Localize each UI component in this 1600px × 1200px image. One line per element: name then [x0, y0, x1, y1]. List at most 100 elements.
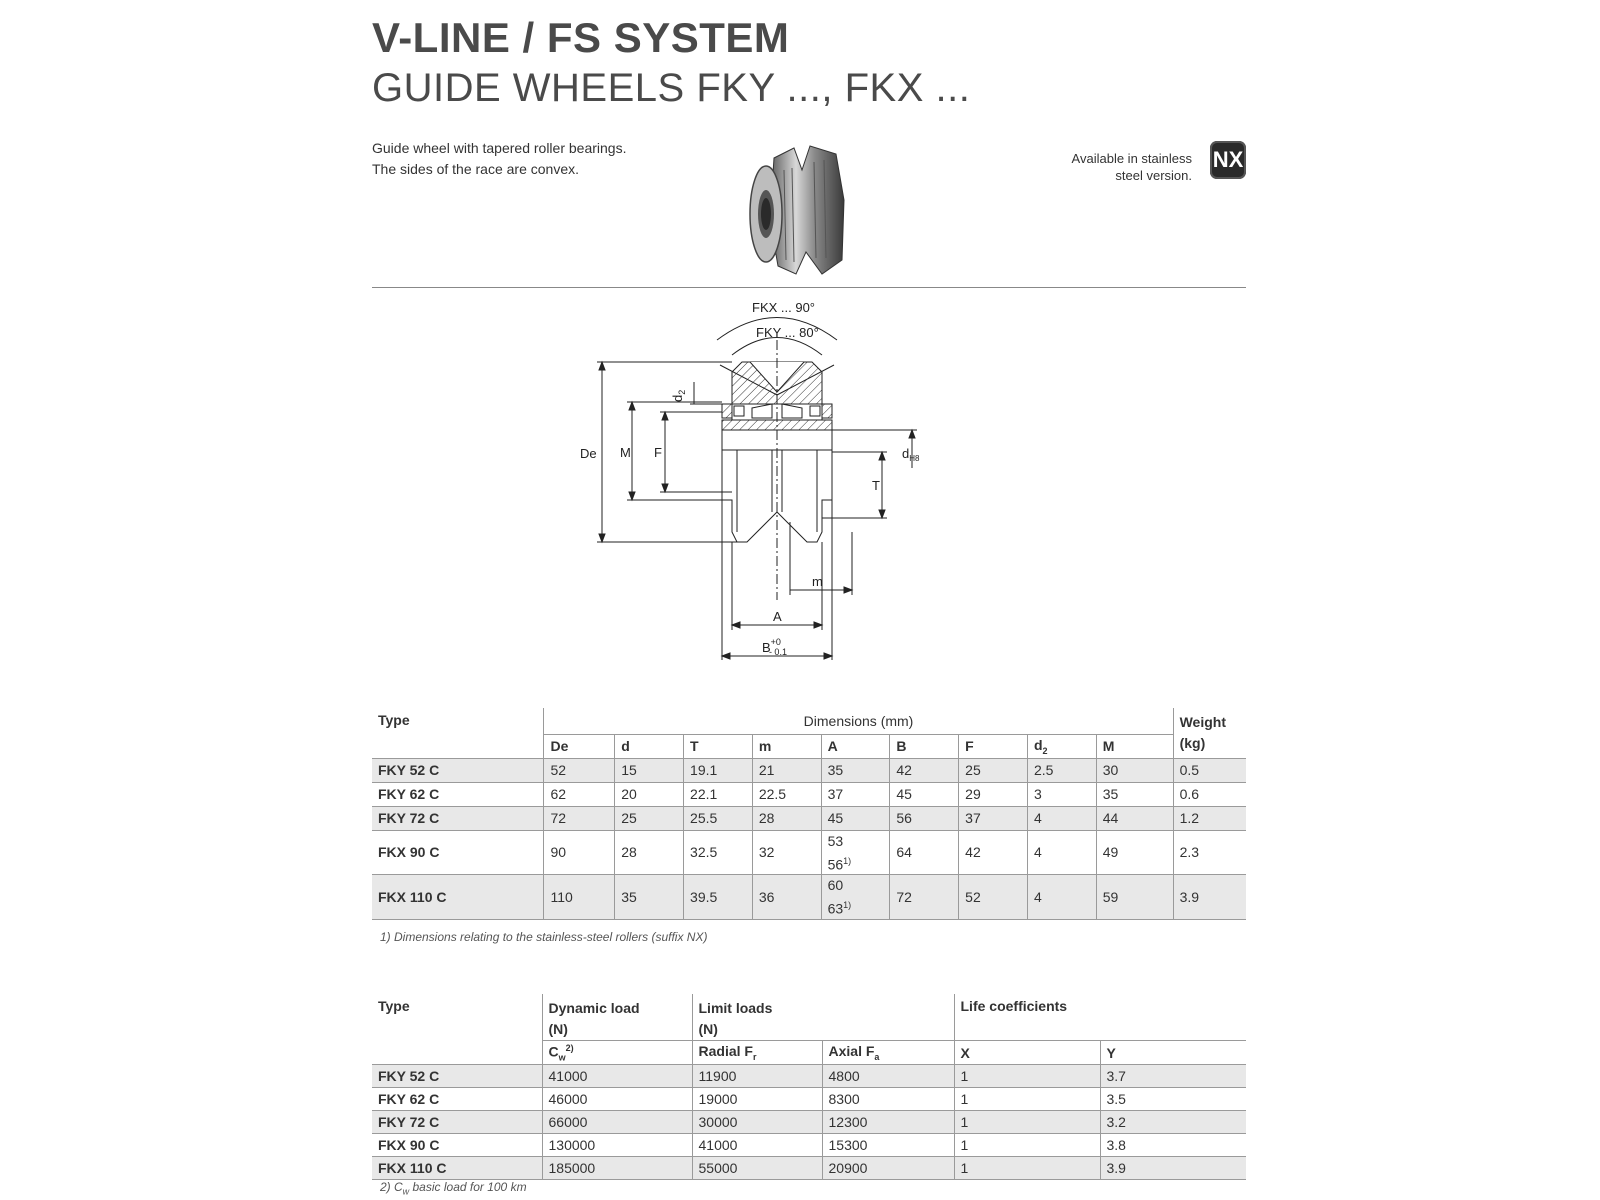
cell-m-small: 36 — [751, 874, 822, 920]
dim-label-m-upper: M — [620, 445, 631, 460]
cell-m: 44 — [1095, 805, 1174, 830]
cell-d: 20 — [614, 781, 684, 806]
col-f: F — [958, 734, 1028, 758]
cell-cw: 130000 — [541, 1133, 692, 1157]
nx-badge: NX — [1210, 141, 1246, 179]
stainless-line-1: Available in stainless — [1071, 151, 1192, 166]
col-d: d — [614, 734, 684, 758]
cell-d: 28 — [614, 829, 684, 875]
table-row: FKX 110 C 185000 55000 20900 1 3.9 — [372, 1156, 1246, 1180]
cell-t: 19.1 — [683, 757, 753, 782]
cell-f: 37 — [958, 805, 1028, 830]
cell-y: 3.9 — [1099, 1156, 1246, 1180]
intro-line-2: The sides of the race are convex. — [372, 161, 579, 177]
table-row: FKY 62 C 46000 19000 8300 1 3.5 — [372, 1087, 1246, 1111]
cell-y: 3.5 — [1099, 1087, 1246, 1111]
cell-cw: 66000 — [541, 1110, 692, 1134]
dynamic-load-header: Dynamic load(N) — [541, 994, 692, 1041]
dim-label-f: F — [654, 445, 662, 460]
cell-d2: 2.5 — [1026, 757, 1097, 782]
cell-d2: 4 — [1026, 829, 1097, 875]
row-type: FKY 72 C — [372, 805, 544, 830]
table-row: FKY 72 C 72 25 25.5 28 45 56 37 4 44 1.2 — [372, 805, 1246, 830]
dim-label-de: De — [580, 446, 597, 461]
loads-type-header: Type — [378, 998, 410, 1014]
cell-d2: 4 — [1026, 874, 1097, 920]
col-axial: Axial Fa — [821, 1040, 954, 1065]
cell-axial: 15300 — [821, 1133, 954, 1157]
col-d2: d2 — [1026, 734, 1097, 758]
cell-y: 3.2 — [1099, 1110, 1246, 1134]
cell-t: 25.5 — [683, 805, 753, 830]
cell-de: 90 — [543, 829, 615, 875]
cell-axial: 12300 — [821, 1110, 954, 1134]
cell-radial: 41000 — [691, 1133, 822, 1157]
cell-t: 39.5 — [683, 874, 753, 920]
cell-m-small: 22.5 — [751, 781, 822, 806]
cell-d: 15 — [614, 757, 684, 782]
dim-label-m-lower: m — [812, 574, 823, 589]
limit-loads-header: Limit loads(N) — [691, 994, 954, 1041]
col-radial: Radial Fr — [691, 1040, 822, 1065]
cell-axial: 8300 — [821, 1087, 954, 1111]
cell-de: 52 — [543, 757, 615, 782]
row-type: FKX 90 C — [372, 829, 544, 875]
cell-de: 62 — [543, 781, 615, 806]
cell-f: 25 — [958, 757, 1028, 782]
cell-b: 42 — [889, 757, 959, 782]
cell-a: 37 — [820, 781, 890, 806]
intro-text: Guide wheel with tapered roller bearings… — [372, 138, 626, 180]
dimensions-footnote: 1) Dimensions relating to the stainless-… — [380, 930, 708, 944]
cell-axial: 20900 — [821, 1156, 954, 1180]
col-m: M — [1095, 734, 1174, 758]
cell-radial: 30000 — [691, 1110, 822, 1134]
table-row: FKX 90 C 130000 41000 15300 1 3.8 — [372, 1133, 1246, 1157]
cell-d: 35 — [614, 874, 684, 920]
dim-label-t: T — [872, 478, 880, 493]
cell-m: 59 — [1095, 874, 1174, 920]
row-type: FKY 52 C — [372, 757, 544, 782]
cell-d2: 3 — [1026, 781, 1097, 806]
table-row: FKY 72 C 66000 30000 12300 1 3.2 — [372, 1110, 1246, 1134]
table-row: FKY 52 C 41000 11900 4800 1 3.7 — [372, 1064, 1246, 1088]
col-de: De — [543, 734, 615, 758]
cell-radial: 11900 — [691, 1064, 822, 1088]
cell-m: 35 — [1095, 781, 1174, 806]
cell-de: 110 — [543, 874, 615, 920]
cell-m-small: 32 — [751, 829, 822, 875]
cell-d2: 4 — [1026, 805, 1097, 830]
angle-label-fkx: FKX ... 90° — [752, 300, 815, 315]
cell-b: 45 — [889, 781, 959, 806]
cell-y: 3.8 — [1099, 1133, 1246, 1157]
cell-y: 3.7 — [1099, 1064, 1246, 1088]
cell-cw: 41000 — [541, 1064, 692, 1088]
cell-f: 42 — [958, 829, 1028, 875]
cell-x: 1 — [953, 1133, 1100, 1157]
dim-type-header: Type — [378, 712, 410, 728]
stainless-line-2: steel version. — [1115, 168, 1192, 183]
cell-m-small: 28 — [751, 805, 822, 830]
col-t: T — [683, 734, 753, 758]
loads-table: Type Dynamic load(N) Limit loads(N) Life… — [372, 994, 1246, 1180]
cell-weight: 3.9 — [1172, 874, 1246, 920]
cell-axial: 4800 — [821, 1064, 954, 1088]
col-m-small: m — [751, 734, 822, 758]
cell-m: 30 — [1095, 757, 1174, 782]
cell-m-small: 21 — [751, 757, 822, 782]
col-y: Y — [1099, 1040, 1246, 1065]
row-type: FKX 90 C — [372, 1133, 542, 1157]
cell-f: 52 — [958, 874, 1028, 920]
cell-d: 25 — [614, 805, 684, 830]
row-type: FKX 110 C — [372, 874, 544, 920]
row-type: FKY 72 C — [372, 1110, 542, 1134]
cell-weight: 2.3 — [1172, 829, 1246, 875]
cell-x: 1 — [953, 1087, 1100, 1111]
cell-x: 1 — [953, 1110, 1100, 1134]
cell-t: 22.1 — [683, 781, 753, 806]
cell-cw: 185000 — [541, 1156, 692, 1180]
cell-cw: 46000 — [541, 1087, 692, 1111]
divider — [372, 287, 1246, 288]
dim-label-d: dH8 — [902, 446, 920, 463]
